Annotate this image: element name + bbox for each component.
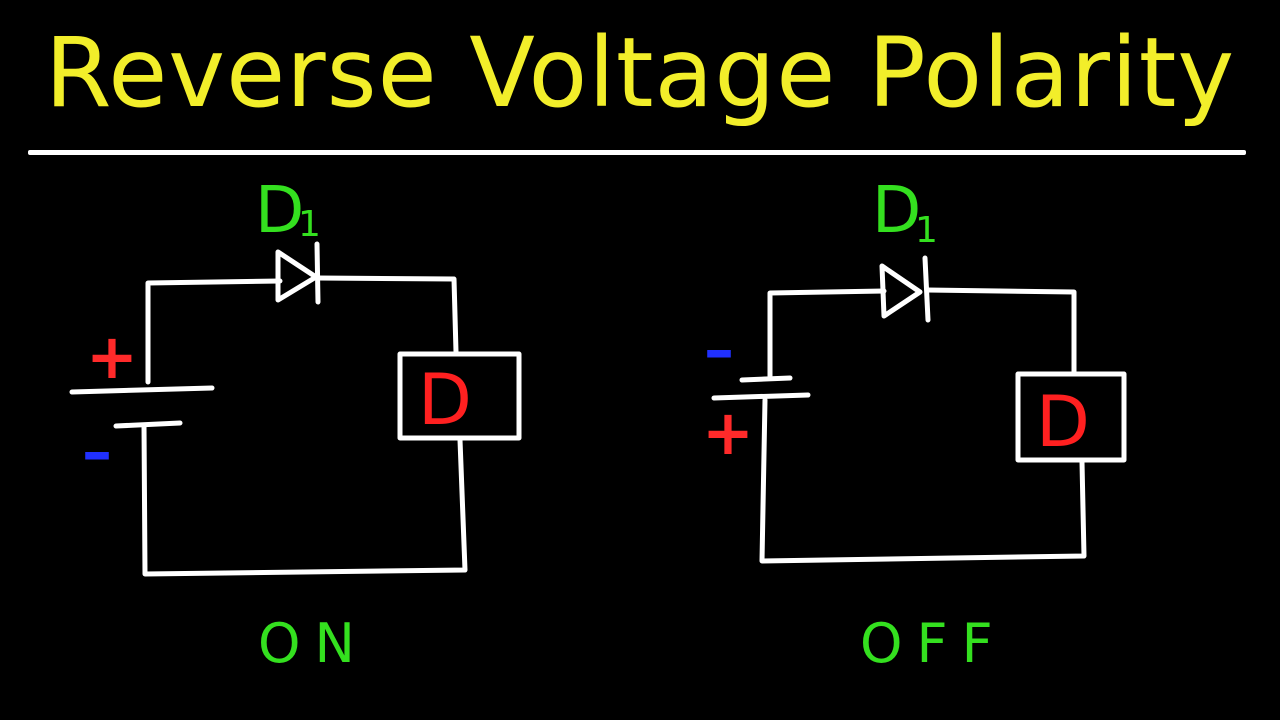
circuit-off-diode-subscript: 1 xyxy=(915,210,938,251)
circuit-on-battery-short-plate xyxy=(113,420,183,429)
circuit-on-minus-sign: – xyxy=(82,417,112,487)
circuit-off-load-label: D xyxy=(1036,381,1090,463)
circuit-on-status: ON xyxy=(258,612,369,675)
circuit-on-diode-subscript: 1 xyxy=(298,204,321,245)
circuit-off-top-wire-left xyxy=(767,288,887,379)
circuit-on-load-box xyxy=(397,351,522,441)
circuit-on-top-wire-left xyxy=(145,278,283,385)
circuit-on: D 1 + – D ON xyxy=(69,174,522,675)
circuit-off-diode-symbol xyxy=(879,255,931,323)
circuit-on-plus-sign: + xyxy=(86,320,138,393)
circuit-off-diode-label: D xyxy=(872,174,921,248)
page-title: Reverse Voltage Polarity xyxy=(44,17,1236,129)
circuit-off: D 1 – + D OFF xyxy=(702,174,1127,675)
circuit-on-diode-symbol xyxy=(275,241,321,305)
circuit-on-battery-long-plate xyxy=(69,385,215,395)
circuit-off-load-box xyxy=(1015,371,1127,463)
circuit-on-bottom-wire xyxy=(141,422,468,577)
circuit-off-minus-sign: – xyxy=(704,315,734,385)
circuit-off-status: OFF xyxy=(860,612,1007,675)
circuit-on-load-label: D xyxy=(418,359,472,441)
circuit-off-bottom-wire xyxy=(759,397,1087,564)
circuit-on-diode-label: D xyxy=(255,174,304,248)
circuit-off-battery-long-plate xyxy=(711,392,811,401)
circuit-off-plus-sign: + xyxy=(702,396,754,469)
title-underline xyxy=(28,150,1246,155)
circuit-off-top-wire-right xyxy=(924,287,1077,375)
circuit-on-top-wire-right xyxy=(315,275,459,355)
circuit-off-battery-short-plate xyxy=(739,375,793,383)
